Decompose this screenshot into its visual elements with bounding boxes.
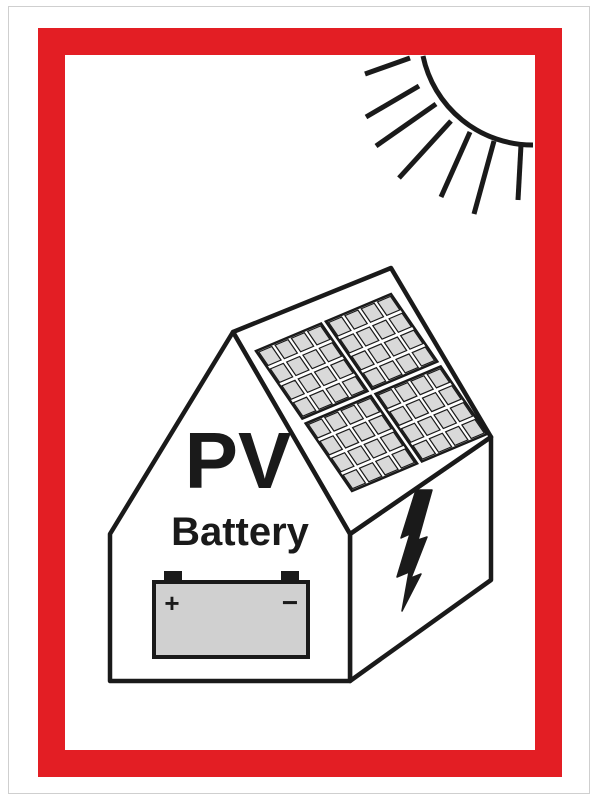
solar-cell	[399, 329, 424, 350]
solar-cell	[339, 333, 364, 354]
solar-cell	[341, 375, 366, 397]
solar-cell	[367, 343, 392, 364]
solar-cell	[323, 411, 348, 432]
battery-icon: + −	[152, 571, 310, 659]
solar-cell	[374, 455, 399, 476]
solar-cell	[409, 374, 435, 396]
solar-cell	[302, 348, 327, 370]
solar-cell	[313, 365, 338, 387]
solar-panel	[254, 321, 370, 421]
solar-cell	[388, 312, 413, 334]
solar-cell	[379, 431, 404, 452]
solar-cell	[391, 448, 416, 469]
solar-cell	[335, 428, 360, 449]
solar-cell	[269, 362, 294, 384]
battery-body	[152, 580, 310, 659]
solar-cell	[460, 418, 486, 440]
sign-subtitle: Battery	[171, 510, 310, 554]
solar-cell	[292, 396, 317, 417]
solar-cell	[426, 368, 451, 389]
solar-cell	[412, 439, 437, 460]
battery-plus-symbol: +	[164, 588, 179, 618]
solar-panel	[323, 292, 440, 391]
solar-cell	[395, 353, 420, 374]
solar-cell	[363, 438, 388, 459]
solar-cell	[411, 346, 436, 367]
solar-cell	[449, 401, 474, 423]
solar-cell	[388, 405, 414, 427]
solar-cell	[371, 319, 397, 340]
solar-panel-icon	[254, 292, 489, 493]
solar-cell	[281, 379, 306, 401]
solar-cell	[327, 316, 352, 337]
battery-minus-symbol: −	[282, 587, 298, 618]
solar-cell	[318, 342, 343, 363]
solar-cell	[360, 302, 385, 324]
sign-title: PV	[185, 416, 292, 505]
solar-cell	[346, 445, 372, 466]
solar-cell	[376, 295, 401, 317]
solar-cell	[325, 382, 350, 404]
solar-cell	[274, 338, 299, 360]
lightning-bolt-icon	[396, 489, 433, 612]
solar-cell	[351, 421, 376, 442]
solar-cell	[355, 326, 380, 347]
solar-cell	[342, 468, 367, 490]
solar-cell	[383, 336, 408, 357]
solar-cell	[329, 358, 355, 380]
solar-cell	[308, 389, 334, 411]
solar-cell	[344, 309, 369, 330]
solar-cell	[330, 451, 355, 473]
solar-cell	[350, 350, 376, 371]
solar-cell	[358, 461, 383, 483]
solar-cell	[377, 388, 402, 410]
solar-cell	[297, 372, 322, 394]
solar-cell	[319, 435, 344, 456]
solar-cell	[290, 331, 315, 353]
solar-cell	[307, 418, 332, 439]
solar-cell	[378, 360, 403, 381]
solar-cell	[428, 432, 453, 454]
solar-cell	[444, 425, 469, 447]
solar-cell	[437, 384, 462, 406]
solar-cell	[416, 415, 441, 437]
solar-cell	[340, 404, 365, 425]
solar-cell	[257, 345, 283, 367]
solar-cell	[362, 366, 387, 388]
solar-cell	[421, 391, 446, 413]
solar-cell	[433, 408, 458, 430]
solar-cell	[405, 398, 430, 420]
sun-icon	[364, 55, 534, 215]
solar-panel	[303, 394, 420, 493]
solar-panel	[373, 364, 489, 464]
solar-cell	[356, 397, 381, 419]
solar-cell	[285, 355, 310, 377]
solar-cell	[400, 422, 425, 443]
solar-cell	[367, 414, 393, 435]
solar-cell	[306, 325, 331, 346]
solar-cell	[393, 381, 418, 403]
